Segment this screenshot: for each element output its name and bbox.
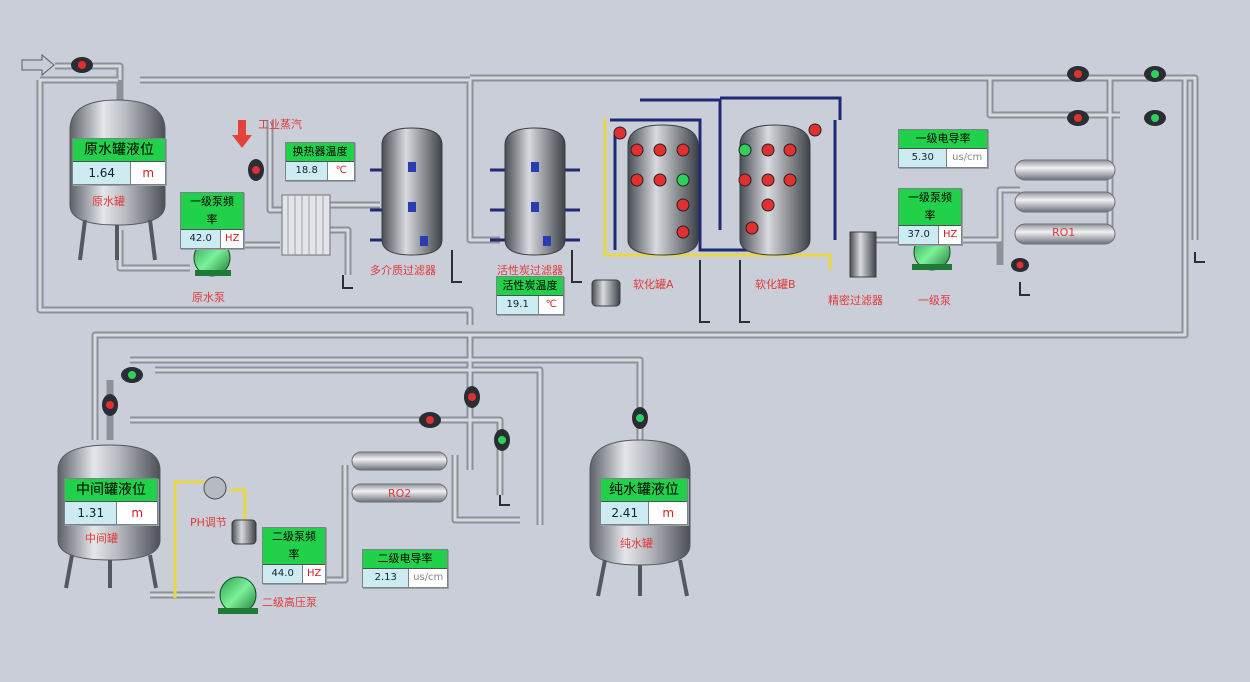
mid-tank-level-title: 中间罐液位 [65,479,157,502]
pure-tank-level-value: 2.41 [601,502,650,524]
heat-exchanger-temp-title: 换热器温度 [286,143,354,162]
ro2-label: RO2 [388,487,412,500]
valve-pure-tank[interactable] [632,407,648,429]
softener-a-label: 软化罐A [633,278,674,291]
pump2-freq-panel: 二级泵频率 44.0 HZ [262,527,326,584]
drain-symbols [342,252,1205,506]
primary-pump-label: 一级泵 [918,294,951,307]
raw-tank-label: 原水罐 [92,195,125,208]
pump1b-freq-unit: HZ [939,226,961,244]
dosing-tank [591,279,621,307]
valve-ro2-drain[interactable] [494,429,510,451]
carbon-temp-unit: ℃ [539,296,563,314]
valve-top-2[interactable] [1144,66,1166,82]
pump1b-freq-title: 一级泵频率 [899,189,961,226]
valve-mid-tank-a[interactable] [121,367,143,383]
multi-media-filter [381,127,443,256]
pump2-freq-unit: HZ [303,565,325,583]
steam-arrow [232,120,252,148]
pure-tank-level-unit: m [649,502,687,524]
heat-exchanger-temp-unit: ℃ [328,162,354,180]
mid-tank-level-unit: m [117,502,157,524]
pump1b-freq-panel: 一级泵频率 37.0 HZ [898,188,962,245]
conductivity2-panel: 二级电导率 2.13 us/cm [362,549,448,588]
heat-exchanger-temp-panel: 换热器温度 18.8 ℃ [285,142,355,181]
heat-exchanger-temp-value: 18.8 [286,162,329,180]
conductivity1-unit: us/cm [947,149,987,167]
raw-tank-level-title: 原水罐液位 [73,139,165,162]
mid-tank-label: 中间罐 [85,532,118,545]
ph-tank [231,519,257,545]
valve-mid-tank-b[interactable] [102,394,118,416]
carbon-temp-title: 活性炭温度 [497,277,563,296]
softener-b [739,124,811,256]
mid-tank-level-panel: 中间罐液位 1.31 m [64,478,158,525]
carbon-temp-value: 19.1 [497,296,540,314]
secondary-high-pressure-pump[interactable] [218,576,258,614]
precision-filter [849,231,877,278]
pump2-freq-value: 44.0 [263,565,304,583]
softener-a [627,124,699,256]
softener-b-label: 软化罐B [755,278,796,291]
yellow-pipes [173,118,832,598]
ph-pump[interactable] [203,476,227,500]
conductivity2-title: 二级电导率 [363,550,447,569]
heat-exchanger [281,194,331,256]
pure-tank-level-title: 纯水罐液位 [601,479,687,502]
carbon-temp-panel: 活性炭温度 19.1 ℃ [496,276,564,315]
raw-tank-level-panel: 原水罐液位 1.64 m [72,138,166,185]
pump1-freq-unit: HZ [221,230,243,248]
conductivity1-panel: 一级电导率 5.30 us/cm [898,129,988,168]
industrial-steam-label: 工业蒸汽 [258,118,302,131]
raw-tank-level-value: 1.64 [73,162,132,184]
valve-top-1[interactable] [1067,66,1089,82]
valves[interactable] [71,57,1166,451]
carbon-filter-label: 活性炭过滤器 [497,264,563,277]
multi-filter-label: 多介质过滤器 [370,264,436,277]
raw-tank-level-unit: m [131,162,165,184]
activated-carbon-filter [504,127,566,256]
valve-cross-1[interactable] [464,386,480,408]
ph-adjust-label: PH调节 [190,516,227,529]
valve-inlet[interactable] [71,57,93,73]
ro1-label: RO1 [1052,226,1076,239]
pump1-freq-value: 42.0 [181,230,222,248]
pure-tank-label: 纯水罐 [620,537,653,550]
inlet-arrow [21,53,55,77]
filter-valves[interactable] [408,162,551,246]
conductivity1-value: 5.30 [899,149,948,167]
conductivity1-title: 一级电导率 [899,130,987,149]
pump1b-freq-value: 37.0 [899,226,940,244]
secondary-pump-label: 二级高压泵 [262,596,317,609]
valve-cross-2[interactable] [419,412,441,428]
pure-tank-level-panel: 纯水罐液位 2.41 m [600,478,688,525]
valve-steam[interactable] [248,159,264,181]
raw-pump-label: 原水泵 [192,291,225,304]
pump1-freq-panel: 一级泵频率 42.0 HZ [180,192,244,249]
valve-mid-1[interactable] [1067,110,1089,126]
pump2-freq-title: 二级泵频率 [263,528,325,565]
valve-ro1-drain[interactable] [1011,258,1029,272]
valve-mid-2[interactable] [1144,110,1166,126]
conductivity2-unit: us/cm [409,569,447,587]
mid-tank-level-value: 1.31 [65,502,118,524]
softener-valves[interactable] [613,123,822,239]
conductivity2-value: 2.13 [363,569,410,587]
ro2-membranes [351,451,448,503]
pump1-freq-title: 一级泵频率 [181,193,243,230]
precision-filter-label: 精密过滤器 [828,294,883,307]
ro1-membranes [1014,159,1116,245]
